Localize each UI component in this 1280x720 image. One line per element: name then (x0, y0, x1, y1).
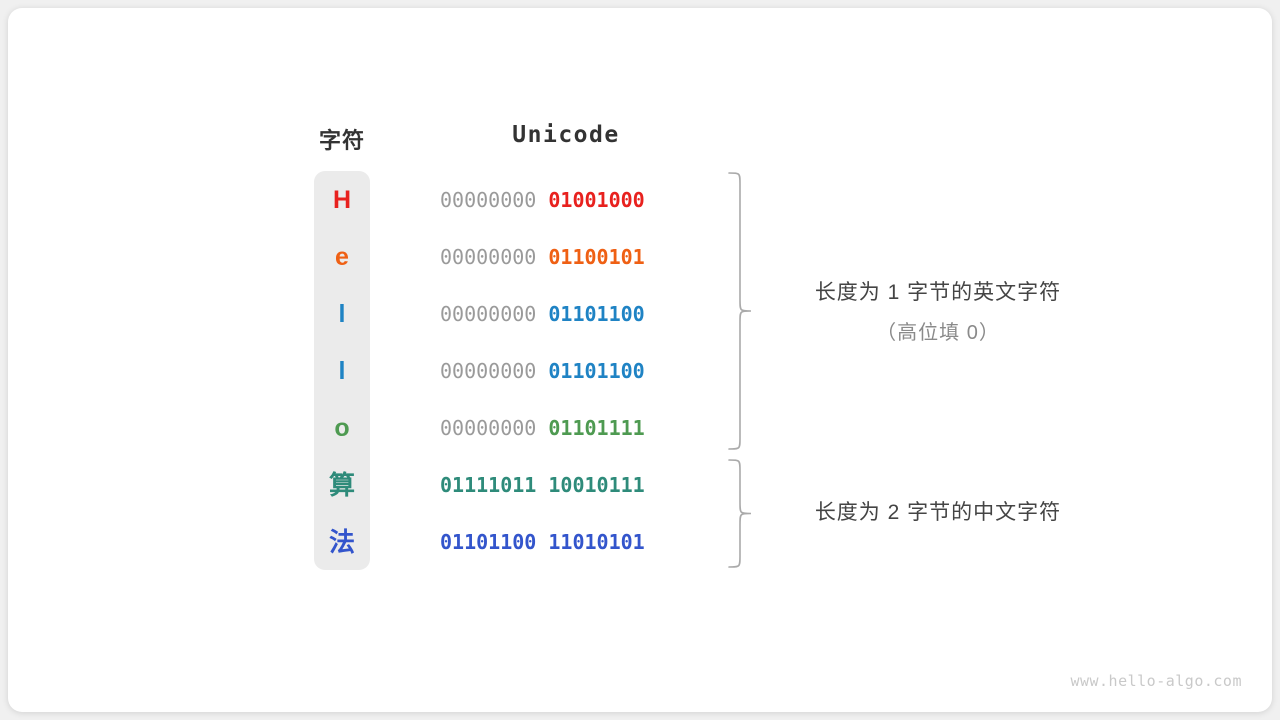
binary-row: 00000000 01101100 (440, 357, 692, 385)
binary-byte-separator (536, 359, 548, 383)
binary-low-byte: 01100101 (548, 245, 645, 269)
binary-byte-separator (536, 302, 548, 326)
binary-row: 00000000 01001000 (440, 186, 692, 214)
binary-byte-separator (536, 188, 548, 212)
group-brace-icon (728, 172, 752, 450)
binary-row: 00000000 01101111 (440, 414, 692, 442)
binary-low-byte: 01101100 (548, 302, 645, 326)
binary-row: 00000000 01100101 (440, 243, 692, 271)
binary-row: 00000000 01101100 (440, 300, 692, 328)
annotation-sub-text: （高位填 0） (876, 322, 1000, 344)
binary-byte-separator (536, 416, 548, 440)
binary-high-byte: 01111011 (440, 473, 537, 497)
binary-low-byte: 01101100 (548, 359, 645, 383)
binary-high-byte: 00000000 (440, 359, 537, 383)
binary-low-byte: 10010111 (548, 473, 645, 497)
character-cell: e (335, 243, 349, 271)
character-cell: l (338, 357, 346, 385)
binary-low-byte: 11010101 (548, 530, 645, 554)
binary-high-byte: 00000000 (440, 188, 537, 212)
watermark-text: www.hello-algo.com (1070, 672, 1242, 690)
column-header-unicode: Unicode (512, 122, 620, 148)
binary-high-byte: 01101100 (440, 530, 537, 554)
character-cell: l (338, 300, 346, 328)
group-brace-icon (728, 459, 752, 568)
binary-row: 01101100 11010101 (440, 528, 692, 556)
group-annotation: 长度为 1 字节的英文字符 （高位填 0） (778, 276, 1098, 345)
binary-byte-separator (536, 245, 548, 269)
binary-byte-separator (536, 530, 548, 554)
group-annotation: 长度为 2 字节的中文字符 (778, 496, 1098, 526)
character-column-pill (314, 171, 370, 570)
binary-high-byte: 00000000 (440, 416, 537, 440)
binary-high-byte: 00000000 (440, 302, 537, 326)
binary-byte-separator (536, 473, 548, 497)
column-header-character: 字符 (318, 128, 365, 153)
character-cell: o (334, 414, 350, 442)
annotation-main-text: 长度为 2 字节的中文字符 (814, 501, 1062, 524)
character-cell: 算 (328, 470, 355, 500)
character-cell: 法 (328, 527, 355, 557)
character-cell: H (332, 186, 352, 214)
binary-row: 01111011 10010111 (440, 471, 692, 499)
annotation-main-text: 长度为 1 字节的英文字符 (814, 281, 1062, 304)
binary-low-byte: 01001000 (548, 188, 645, 212)
binary-high-byte: 00000000 (440, 245, 537, 269)
binary-low-byte: 01101111 (548, 416, 645, 440)
